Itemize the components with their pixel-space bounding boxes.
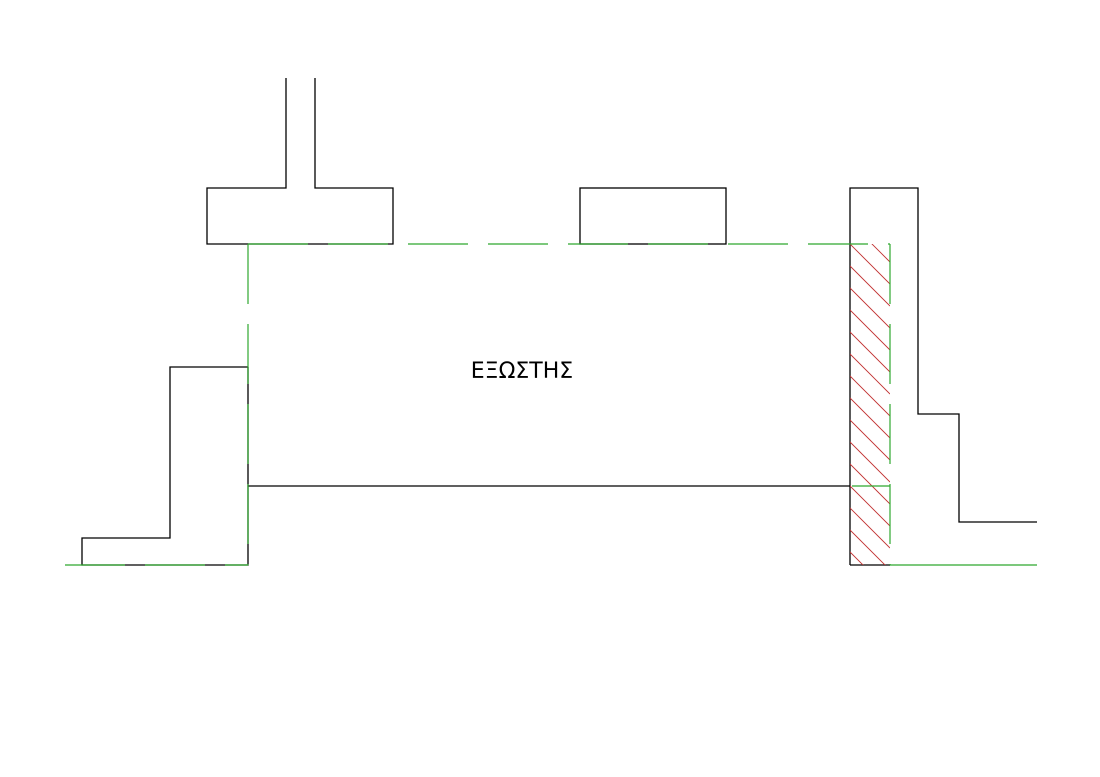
hatch-line: [850, 551, 864, 565]
hatch-line: [850, 287, 890, 329]
hatch-line: [850, 507, 890, 549]
walls: [81, 78, 1037, 566]
dashed-outline: [65, 243, 1037, 566]
hatch-line: [850, 485, 890, 527]
hatch-line: [850, 244, 890, 285]
hatch-line: [850, 375, 890, 417]
hatch-line: [850, 265, 890, 307]
hatch-line: [850, 463, 890, 505]
hatch-line: [850, 353, 890, 395]
wall-hatch: [850, 244, 890, 636]
top-middle-beam: [579, 187, 727, 245]
left-wall: [81, 366, 249, 566]
hatch-line: [850, 441, 890, 483]
hatch-line: [850, 331, 890, 373]
hatch-line: [871, 244, 890, 263]
room-label: ΕΞΩΣΤΗΣ: [471, 359, 573, 384]
hatch-line: [850, 419, 890, 461]
hatch-line: [850, 309, 890, 351]
hatch-line: [850, 397, 890, 439]
hatch-line: [850, 529, 886, 565]
top-left-column: [206, 78, 394, 245]
hatch-line: [850, 574, 890, 614]
right-wall: [849, 187, 1037, 565]
hatch-line: [850, 596, 890, 636]
